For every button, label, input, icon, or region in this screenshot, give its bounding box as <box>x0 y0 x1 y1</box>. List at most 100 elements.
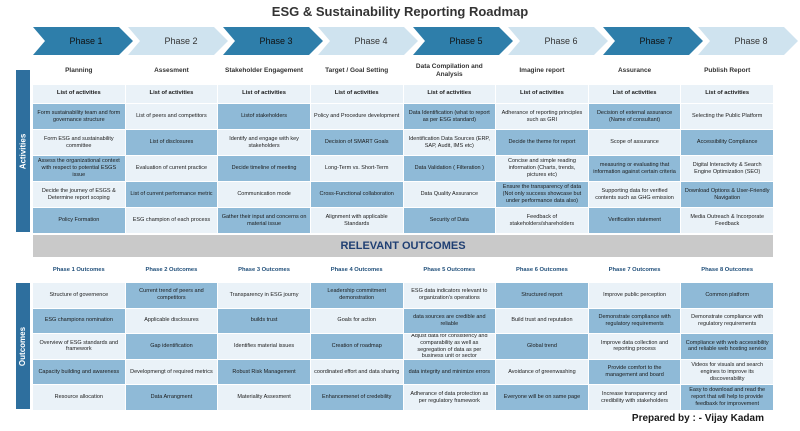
activity-cell: Policy and Procedure development <box>310 104 403 129</box>
list-of-activities-label: List of activities <box>681 85 773 103</box>
relevant-outcomes-banner: RELEVANT OUTCOMES <box>33 235 773 257</box>
phase-arrow-7: Phase 7 <box>603 27 703 55</box>
list-of-activities-label: List of activities <box>310 85 403 103</box>
outcome-cell: Goals for action <box>310 308 403 334</box>
activity-cell: Identify and engage with key stakeholder… <box>218 130 310 155</box>
list-of-activities-label: List of activities <box>218 85 310 103</box>
outcome-cell: ESG champions nomination <box>33 308 125 334</box>
outcome-cell: Demonstrate compliance with regulatory r… <box>681 308 773 334</box>
activity-cell: ESG champion of each process <box>125 208 218 233</box>
outcome-cell: Developmengt of required metrics <box>125 359 218 385</box>
activity-cell: Data Identification (what to report as p… <box>403 104 496 129</box>
list-of-activities-label: List of activities <box>588 85 681 103</box>
phase-label: Phase 1 <box>69 36 103 46</box>
activity-cell: Policy Formation <box>33 208 125 233</box>
list-of-activities-label: List of activities <box>125 85 218 103</box>
outcome-phase-header: Phase 3 Outcomes <box>218 260 310 282</box>
outcome-phase-header: Phase 7 Outcomes <box>588 260 681 282</box>
stage-header: Assurance <box>588 58 681 84</box>
outcome-cell: Applicable disclosures <box>125 308 218 334</box>
phase-arrow-2: Phase 2 <box>128 27 228 55</box>
outcome-cell: Adjust data for consistency and comparab… <box>403 334 496 359</box>
outcome-cell: Adherance of data protection as per regu… <box>403 385 496 410</box>
phase-arrow-1: Phase 1 <box>33 27 133 55</box>
phase-label: Phase 4 <box>354 36 388 46</box>
activity-cell: Digital Interactivity & Search Engine Op… <box>681 156 773 181</box>
activity-cell: Listof stakeholders <box>218 104 310 129</box>
activity-cell: Decision of external assurance (Name of … <box>588 104 681 129</box>
outcome-phase-header: Phase 5 Outcomes <box>403 260 496 282</box>
outcome-phase-header: Phase 1 Outcomes <box>33 260 125 282</box>
outcome-cell: Avoidance of greenwashing <box>496 359 588 385</box>
activity-cell: List of current performance metric <box>125 182 218 207</box>
stage-header: Planning <box>33 58 125 84</box>
activity-cell: Decision of SMART Goals <box>310 130 403 155</box>
outcome-cell: Robust Risk Management <box>218 359 310 385</box>
roadmap-title: ESG & Sustainability Reporting Roadmap <box>271 4 529 19</box>
phase-arrow-6: Phase 6 <box>508 27 608 55</box>
stage-header: Stakeholder Engagement <box>218 58 310 84</box>
activity-cell: Media Outreach & Incorporate Feedback <box>681 208 773 233</box>
outcome-phase-header: Phase 6 Outcomes <box>496 260 588 282</box>
activity-cell: Adherance of reporting principles such a… <box>496 104 588 129</box>
outcome-cell: Leadership commitment demonstration <box>310 283 403 308</box>
list-of-activities-label: List of activities <box>496 85 588 103</box>
outcomes-band-label: Outcomes <box>18 326 28 366</box>
phase-label: Phase 7 <box>639 36 673 46</box>
activity-cell: Concise and simple reading information (… <box>496 156 588 181</box>
activity-cell: Supporting data for verified contents su… <box>588 182 681 207</box>
activity-cell: List of disclosures <box>125 130 218 155</box>
outcome-cell: Everyone will be on same page <box>496 385 588 410</box>
outcome-cell: Structured report <box>496 283 588 308</box>
outcome-cell: Resource allocation <box>33 385 125 410</box>
phase-label: Phase 2 <box>164 36 198 46</box>
activity-cell: Verification statement <box>588 208 681 233</box>
activity-cell: Gather their input and concerns on mater… <box>218 208 310 233</box>
stage-header: Publish Report <box>681 58 773 84</box>
outcome-cell: data sources are credible and reliable <box>403 308 496 334</box>
activity-cell: Evaluation of current practice <box>125 156 218 181</box>
outcome-cell: Easy to download and read the report tha… <box>681 385 773 410</box>
outcome-cell: data integrity and minimize errors <box>403 359 496 385</box>
outcome-cell: Global trend <box>496 334 588 359</box>
outcome-cell: Data Arrangment <box>125 385 218 410</box>
phase-arrow-4: Phase 4 <box>318 27 418 55</box>
stage-header: Target / Goal Setting <box>310 58 403 84</box>
activity-cell: List of peers and competitors <box>125 104 218 129</box>
activity-cell: Assess the organizational context with r… <box>33 156 125 181</box>
activity-cell: Decide timeline of meeting <box>218 156 310 181</box>
outcome-cell: Provide comfort to the management and bo… <box>588 359 681 385</box>
activity-cell: Decide the journey of ESGS & Determine r… <box>33 182 125 207</box>
activity-cell: Form sustainability team and form govern… <box>33 104 125 129</box>
activity-cell: Identification Data Sources (ERP, SAP, A… <box>403 130 496 155</box>
outcome-cell: Materiality Assesment <box>218 385 310 410</box>
activity-cell: Scope of assurance <box>588 130 681 155</box>
outcome-cell: Videos for visuals and search engines to… <box>681 359 773 385</box>
activity-cell: Alignment with applicable Standards <box>310 208 403 233</box>
outcome-cell: Identifies material issues <box>218 334 310 359</box>
activity-cell: measuring or evaluating that information… <box>588 156 681 181</box>
outcome-cell: Structure of governence <box>33 283 125 308</box>
outcome-phase-header: Phase 2 Outcomes <box>125 260 218 282</box>
phase-arrow-3: Phase 3 <box>223 27 323 55</box>
prepared-by-credit: Prepared by : - Vijay Kadam <box>631 413 764 424</box>
outcome-cell: Gap identification <box>125 334 218 359</box>
activity-cell: Communication mode <box>218 182 310 207</box>
outcome-cell: coordinated effort and data sharing <box>310 359 403 385</box>
outcome-phase-header: Phase 4 Outcomes <box>310 260 403 282</box>
outcome-cell: Enhancemenet of credebility <box>310 385 403 410</box>
stage-header: Data Compilation and Analysis <box>403 58 496 84</box>
stage-header: Assesment <box>125 58 218 84</box>
outcome-cell: Common platform <box>681 283 773 308</box>
stage-header: Imagine report <box>496 58 588 84</box>
activity-cell: Security of Data <box>403 208 496 233</box>
outcome-cell: Improve public perception <box>588 283 681 308</box>
phase-label: Phase 8 <box>734 36 768 46</box>
activities-band-label: Activities <box>18 133 28 169</box>
phase-label: Phase 6 <box>544 36 578 46</box>
outcome-cell: builds trust <box>218 308 310 334</box>
outcome-cell: Demonstrate compliance with regulatory r… <box>588 308 681 334</box>
outcome-cell: Build trust and reputation <box>496 308 588 334</box>
